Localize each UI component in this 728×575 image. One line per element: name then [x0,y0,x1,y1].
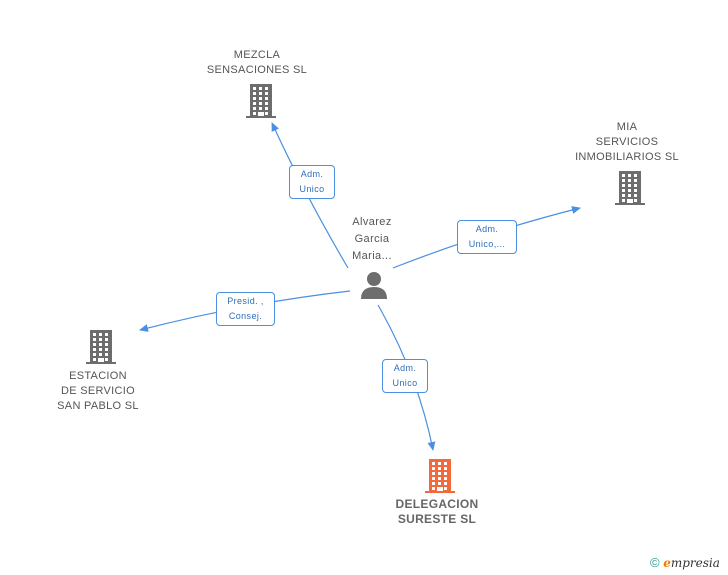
relation-mia-line-1: Adm. [475,224,499,234]
company-mia-line-2: SERVICIOS [595,136,659,148]
relation-label-estacion[interactable]: Presid. , Consej. [216,292,275,326]
company-mia-line-3: INMOBILIARIOS SL [575,151,679,163]
relation-delegacion-line-1: Adm. [393,363,417,373]
company-mezcla-line-1: MEZCLA [233,49,281,61]
person-icon[interactable] [360,270,388,300]
company-mia-line-1: MIA [616,121,638,133]
relation-mia-line-2: Unico,... [468,239,506,249]
person-name[interactable]: Alvarez Garcia Maria... [338,214,406,265]
company-label-mezcla[interactable]: MEZCLA SENSACIONES SL [197,48,317,78]
company-estacion-line-2: DE SERVICIO [60,385,135,397]
relation-estacion-line-2: Consej. [228,311,263,321]
building-icon-estacion[interactable] [86,330,116,364]
company-estacion-line-1: ESTACION [69,370,127,382]
relation-mezcla-line-1: Adm. [300,169,324,179]
building-icon-delegacion[interactable] [425,459,455,493]
building-icon-mia[interactable] [615,171,645,205]
copyright-icon: © [650,555,660,570]
company-mezcla-line-2: SENSACIONES SL [206,64,308,76]
person-name-line-1: Alvarez [352,216,392,228]
company-label-estacion[interactable]: ESTACION DE SERVICIO SAN PABLO SL [38,369,158,414]
company-label-mia[interactable]: MIA SERVICIOS INMOBILIARIOS SL [567,120,687,165]
footer-brand[interactable]: © empresia [650,555,720,570]
building-icon-mezcla[interactable] [246,84,276,118]
relation-mezcla-line-2: Unico [299,184,325,194]
company-estacion-line-3: SAN PABLO SL [57,400,139,412]
empresia-logo: empresia [663,556,720,570]
company-delegacion-line-2: SURESTE SL [397,512,477,526]
relation-label-delegacion[interactable]: Adm. Unico [382,359,428,393]
relation-label-mezcla[interactable]: Adm. Unico [289,165,335,199]
relation-estacion-line-1: Presid. , [227,296,264,306]
relation-label-mia[interactable]: Adm. Unico,... [457,220,517,254]
company-delegacion-line-1: DELEGACION [395,497,479,511]
company-label-delegacion[interactable]: DELEGACION SURESTE SL [377,497,497,527]
person-name-line-2: Garcia [354,233,390,245]
relation-delegacion-line-2: Unico [392,378,418,388]
person-name-line-3: Maria... [352,250,392,262]
